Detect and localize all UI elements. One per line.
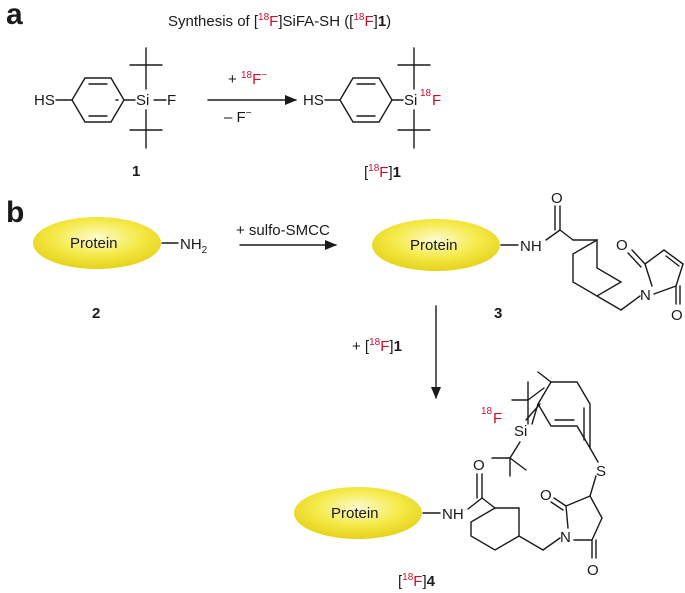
succinimide-nitrogen: N: [560, 529, 571, 546]
bond: [627, 252, 642, 268]
bond: [620, 295, 641, 311]
bond: [509, 457, 527, 471]
isotope-18-label: 18: [420, 88, 432, 99]
carbonyl-oxygen-4: O: [473, 457, 485, 474]
thiol-hs-18f1: HS: [303, 92, 324, 109]
reagent-sulfo-smcc: + sulfo-SMCC: [236, 222, 330, 239]
reagent-plus-18f-1: + [18F]1: [352, 337, 402, 355]
thiol-hs-1: HS: [34, 92, 55, 109]
carbonyl-oxygen-3: O: [551, 190, 563, 207]
amine-nh2: NH2: [180, 236, 208, 256]
bond: [591, 517, 603, 541]
protein-label-4: Protein: [331, 505, 379, 522]
fluorine-18-atom: F: [432, 92, 441, 109]
protein-ellipse-4: [294, 487, 422, 539]
thioether-sulfur: S: [596, 463, 606, 480]
panel-label-b: b: [6, 196, 25, 229]
bond: [565, 505, 569, 529]
fluorine-18-atom-4: F: [493, 410, 502, 427]
compound-label-2: 2: [92, 305, 101, 322]
bond: [481, 497, 496, 509]
bond: [589, 475, 597, 497]
protein-ellipse-3: [372, 219, 500, 271]
protein-2: Protein NH2: [33, 217, 208, 269]
cyclohexane-ring-4: [470, 507, 520, 551]
silicon-atom-4: Si: [514, 423, 527, 440]
maleimide-oxygen-bottom: O: [671, 307, 683, 324]
figure-title: Synthesis of [18F]SiFA-SH ([18F]1): [168, 12, 392, 30]
bond: [537, 371, 552, 383]
bond: [518, 535, 544, 551]
bond: [631, 249, 646, 265]
isotope-18-label-4: 18: [481, 406, 493, 417]
bond: [565, 495, 591, 507]
bond: [653, 285, 677, 295]
compound-18f-4-structure: Protein NH O N O O S: [294, 371, 606, 579]
bond: [663, 249, 684, 265]
protein-label-2: Protein: [70, 235, 118, 252]
bond: [665, 255, 680, 267]
bond: [550, 501, 564, 511]
bond: [509, 441, 521, 459]
protein-ellipse-2: [33, 217, 161, 269]
compound-3-structure: Protein NH O N O O: [372, 190, 684, 324]
bond: [675, 263, 684, 287]
bond: [542, 537, 561, 551]
amide-nh-4: NH: [442, 506, 464, 523]
bond: [467, 497, 483, 510]
benzene-ring-4: [537, 381, 591, 451]
reagent-minus-f: – F−: [224, 108, 252, 126]
bond: [553, 497, 567, 507]
bond: [596, 295, 622, 311]
bond: [589, 495, 603, 519]
compound-label-1: 1: [132, 163, 141, 180]
compound-label-18f-1: [18F]1: [364, 163, 401, 181]
maleimide-nitrogen-3: N: [640, 287, 651, 304]
succinimide-oxygen-bottom: O: [587, 562, 599, 579]
protein-label-3: Protein: [410, 237, 458, 254]
succinimide-oxygen-top: O: [540, 487, 552, 504]
bond: [589, 447, 599, 463]
bond: [644, 263, 653, 287]
compound-label-18f-4: [18F]4: [398, 572, 435, 590]
compound-1-structure: HS Si F: [34, 47, 176, 149]
fluorine-atom-1: F: [167, 92, 176, 109]
amide-nh-3: NH: [520, 238, 542, 255]
bond: [545, 229, 561, 241]
compound-label-3: 3: [494, 305, 503, 322]
bond: [559, 229, 574, 241]
compound-18f-1-structure: HS Si 18 F: [303, 47, 441, 149]
silicon-atom-1: Si: [136, 92, 149, 109]
bond: [527, 387, 545, 401]
maleimide-oxygen-top: O: [616, 237, 628, 254]
panel-label-a: a: [6, 0, 23, 31]
bond: [644, 249, 665, 265]
silicon-atom-18f1: Si: [404, 92, 417, 109]
reagent-plus-18f: + 18F−: [228, 70, 268, 88]
cyclohexane-ring-3: [572, 238, 623, 297]
